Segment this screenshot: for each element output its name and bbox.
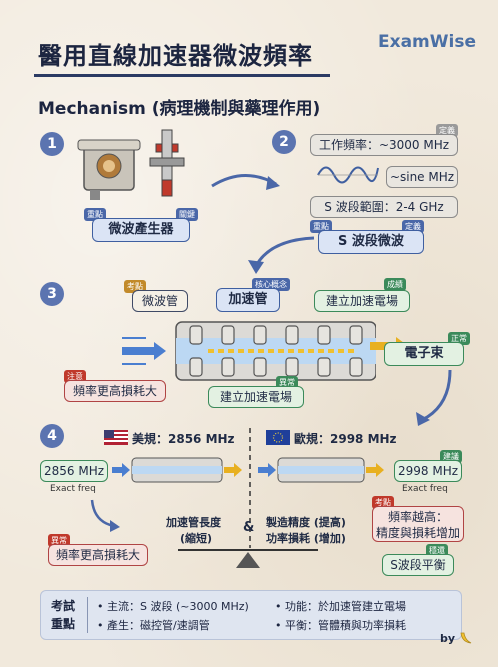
brand-logo: ExamWise [378,32,476,52]
tag-definition-2: 定義 [402,220,424,233]
author-credit: by [440,632,456,645]
step-4-badge: 4 [40,424,64,448]
tag-abnormal: 異常 [276,376,298,389]
tag-definition: 定義 [436,124,458,137]
page-title: 醫用直線加速器微波頻率 [38,42,313,70]
accelerator-tube-illustration [122,321,376,381]
higher-freq-loss-label: 頻率更高損耗大 [64,380,166,402]
accelerator-tube-label: 加速管 [216,288,280,312]
us-tube-illustration [112,457,242,483]
eu-frequency-note: Exact freq [402,484,448,494]
us-frequency-box: 2856 MHz [40,460,108,482]
precision-label: 製造精度 (提高) [266,516,346,529]
balance-scale-icon [178,549,318,568]
tag-result: 成績 [384,278,406,291]
arrow-2-to-3 [248,236,315,274]
us-flag-icon [104,430,128,445]
us-frequency-note: Exact freq [50,484,96,494]
summary-item-balance: • 平衡：管體積與功率損耗 [275,619,406,632]
higher-freq-note-box: 頻率越高： 精度與損耗增加 [372,506,464,542]
eu-frequency-box: 2998 MHz [394,460,462,482]
s-band-range-label: S 波段範圍：2-4 GHz [310,196,458,218]
banana-logo-icon [460,632,472,644]
tag-important-2: 重點 [310,220,332,233]
summary-item-generation: • 產生：磁控管/速調管 [97,619,210,632]
tag-core-concept: 核心概念 [252,278,290,291]
accelerating-field-bottom-label: 建立加速電場 [208,386,304,408]
tag-steady: 穩還 [426,544,448,557]
microwave-generator-label: 微波產生器 [92,218,190,242]
step-2-badge: 2 [272,130,296,154]
tag-abnormal-2: 異常 [48,534,70,547]
higher-freq-loss-label-2: 頻率更高損耗大 [48,544,148,566]
accelerating-field-top-label: 建立加速電場 [314,290,410,312]
sine-wave-icon [317,166,379,184]
tag-important: 重點 [84,208,106,221]
sine-wave-label: ~sine MHz [386,166,458,188]
summary-title-line1: 考試 [51,599,76,613]
eu-standard-label: 歐規：2998 MHz [294,432,397,446]
s-band-microwave-label: S 波段微波 [318,230,424,254]
section-subtitle: Mechanism (病理機制與藥理作用) [38,99,321,119]
summary-item-function: • 功能：於加速管建立電場 [275,600,406,613]
higher-freq-note-line1: 頻率越高： [387,510,448,524]
summary-title-line2: 重點 [51,617,76,631]
microwave-device-illustration [77,129,185,200]
title-underline [34,74,330,77]
tag-caution: 注意 [64,370,86,383]
exam-summary-box: 考試 重點 • 主流：S 波段 (~3000 MHz) • 功能：於加速管建立電… [40,590,462,640]
arrow-to-loss [90,499,120,532]
tag-exam-point: 考點 [124,280,146,293]
divider-dashed [249,428,251,548]
working-frequency-label: 工作頻率：~3000 MHz [310,134,458,156]
tag-exam-point-2: 考點 [372,496,394,509]
tube-length-sub: (縮短) [180,532,213,545]
us-standard-label: 美規：2856 MHz [132,432,235,446]
microwave-tube-label: 微波管 [132,290,188,312]
summary-divider [87,597,88,633]
s-band-balance-label: S波段平衡 [382,554,454,576]
step-1-badge: 1 [40,132,64,156]
tag-recommend: 建議 [440,450,462,463]
summary-title: 考試 重點 [51,597,75,633]
ampersand: & [243,520,255,535]
power-loss-label: 功率損耗 (增加) [266,532,346,545]
eu-tube-illustration [258,457,384,483]
eu-flag-icon [266,430,290,445]
electron-beam-label: 電子束 [384,342,464,366]
tag-normal: 正常 [448,332,470,345]
tag-key: 關鍵 [176,208,198,221]
arrow-3-to-4 [416,369,452,426]
step-3-badge: 3 [40,282,64,306]
arrow-1-to-2 [211,174,280,190]
tube-length-label: 加速管長度 [166,516,221,529]
higher-freq-note-line2: 精度與損耗增加 [375,526,460,540]
summary-item-mainstream: • 主流：S 波段 (~3000 MHz) [97,600,249,613]
